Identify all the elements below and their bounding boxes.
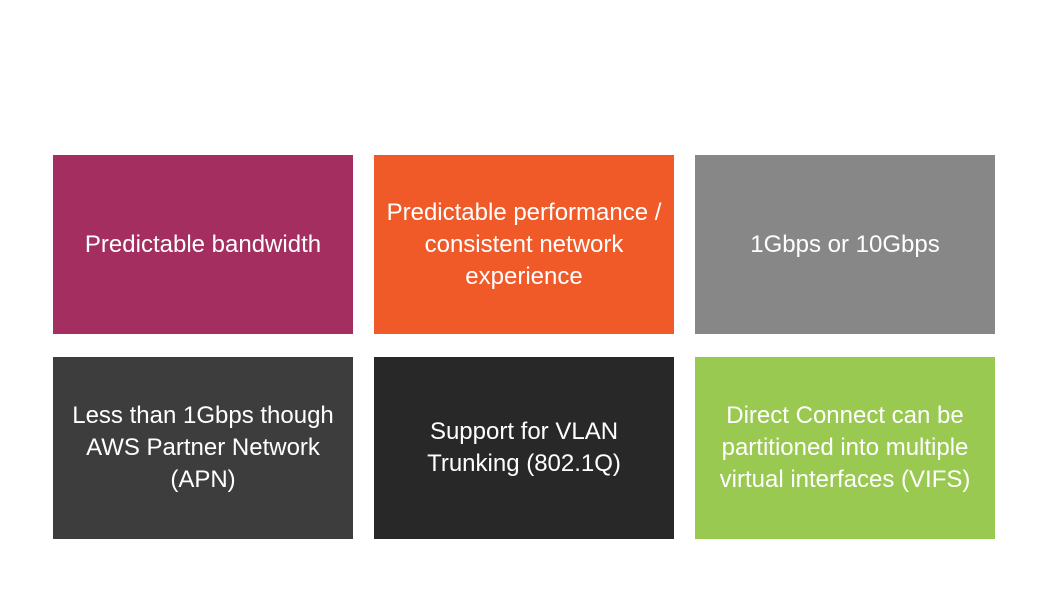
- card-text-line: Direct Connect can be: [726, 402, 964, 429]
- card-text-line: AWS Partner Network: [86, 434, 320, 461]
- card-text-line: Support for VLAN: [429, 418, 619, 445]
- card-text-line: consistent network: [424, 230, 624, 258]
- feature-card-predictable-bandwidth: Predictable bandwidth: [53, 155, 353, 334]
- card-text-line: 1Gbps or 10Gbps: [750, 230, 940, 258]
- card-text-line: (APN): [170, 466, 236, 493]
- card-text-line: virtual interfaces (VIFS): [719, 466, 971, 493]
- feature-card-virtual-interfaces: Direct Connect can be partitioned into m…: [695, 357, 995, 539]
- card-text-line: partitioned into multiple: [721, 434, 969, 461]
- card-text-line: Predictable performance /: [386, 198, 662, 226]
- feature-card-vlan-trunking: Support for VLAN Trunking (802.1Q): [374, 357, 674, 539]
- feature-card-predictable-performance: Predictable performance / consistent net…: [374, 155, 674, 334]
- feature-card-apn-sub-1gbps: Less than 1Gbps though AWS Partner Netwo…: [53, 357, 353, 539]
- card-text-line: Less than 1Gbps though: [72, 402, 334, 429]
- card-text-line: Trunking (802.1Q): [427, 450, 621, 477]
- card-text-line: Predictable bandwidth: [84, 230, 322, 258]
- card-text-line: experience: [465, 262, 583, 290]
- feature-card-port-speeds: 1Gbps or 10Gbps: [695, 155, 995, 334]
